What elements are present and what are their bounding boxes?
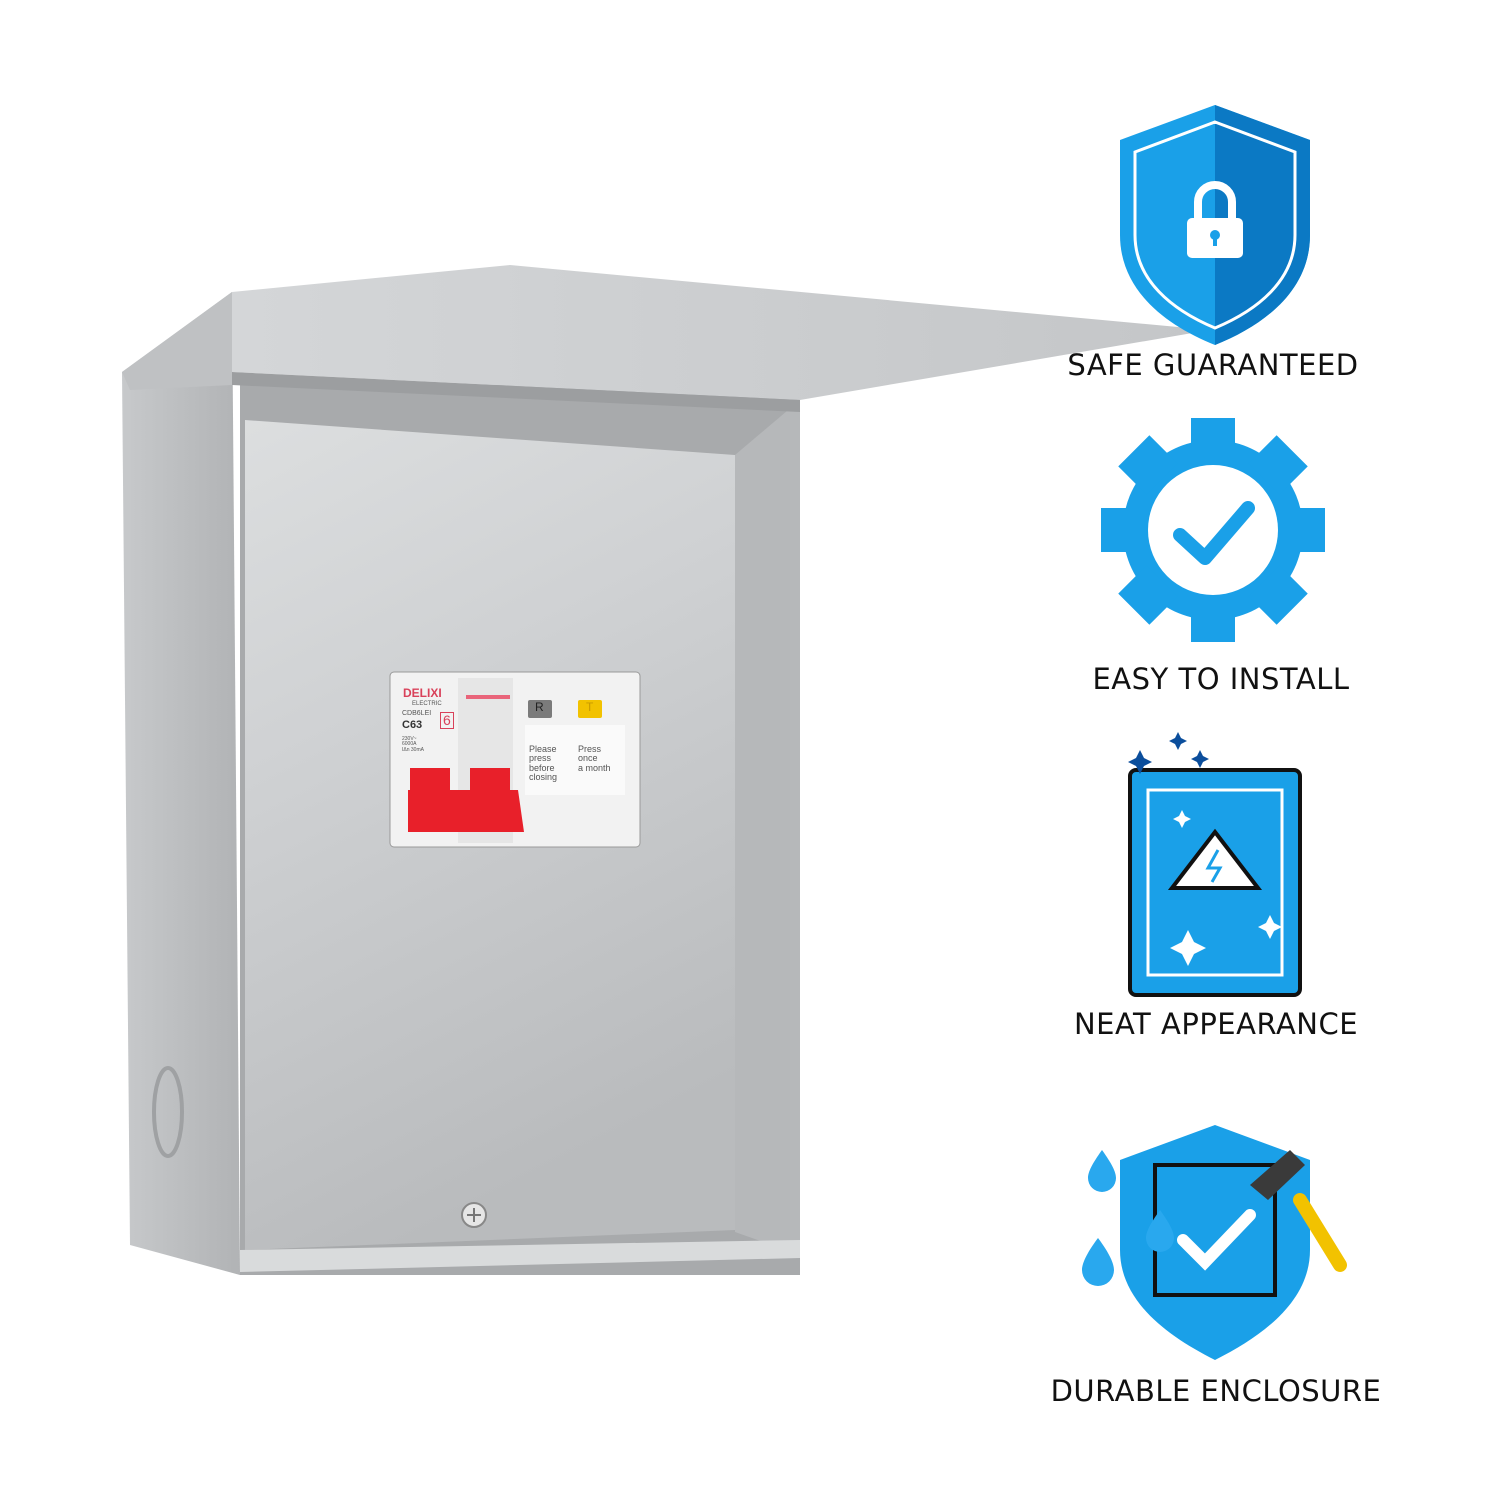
breaker-pole-mark: 6: [440, 712, 454, 729]
feature-label-durable-enclosure: DURABLE ENCLOSURE: [1050, 1374, 1382, 1408]
enclosure-lid: [232, 265, 1210, 400]
enclosure-bottom-lip: [240, 1240, 800, 1272]
shield-lock-icon: [1120, 105, 1310, 345]
enclosure-right-wall: [735, 400, 800, 1255]
feature-label-neat-appearance: NEAT APPEARANCE: [1073, 1007, 1359, 1041]
sparkling-panel-icon: [1128, 732, 1302, 997]
breaker-rating: C63: [402, 719, 423, 731]
breaker-brand: DELIXI: [403, 686, 442, 700]
test-note: Press once a month: [578, 744, 611, 773]
reset-note: Please press before closing: [529, 744, 558, 783]
feature-label-easy-to-install: EASY TO INSTALL: [1092, 662, 1350, 696]
feature-label-safe-guaranteed: SAFE GUARANTEED: [1067, 348, 1359, 382]
breaker-handle: [408, 790, 524, 832]
breaker-model: CDB6LEI: [402, 710, 432, 717]
test-button[interactable]: T: [586, 700, 594, 714]
enclosure-lid-front-edge: [232, 372, 800, 412]
enclosure-lid-hinge: [122, 292, 232, 390]
enclosure-left-wall: [122, 292, 240, 1275]
breaker-specs: 230V~ 6000A IΔn 30mA: [402, 736, 424, 753]
breaker-sub-brand: ELECTRIC: [412, 701, 442, 707]
knockout: [152, 1066, 184, 1158]
shield-hammer-icon: [1082, 1125, 1347, 1360]
gear-check-icon: [1101, 418, 1325, 642]
reset-button[interactable]: R: [535, 700, 544, 714]
